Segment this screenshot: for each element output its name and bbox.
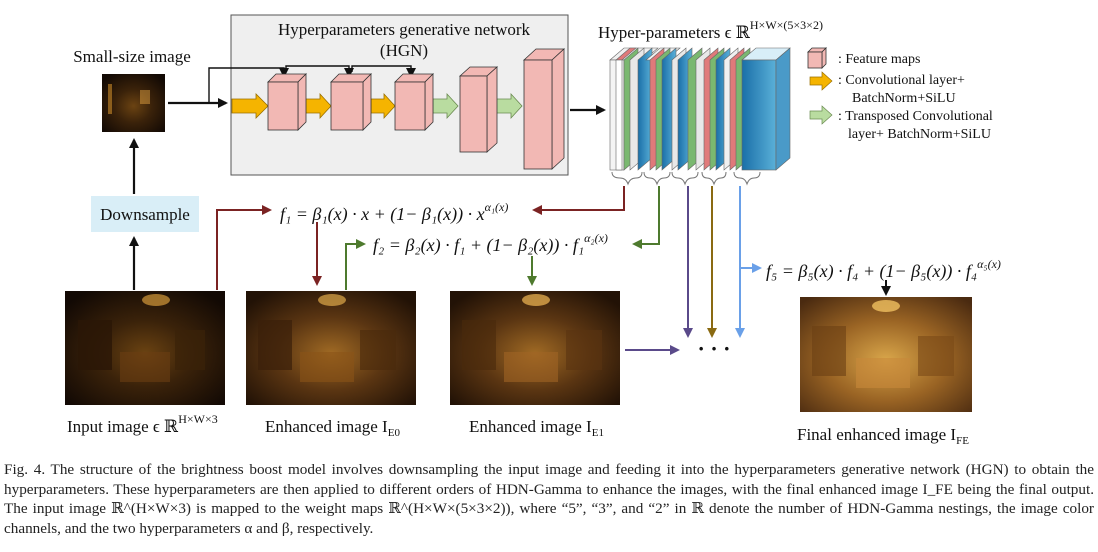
- small-size-image: [102, 74, 165, 132]
- formula-f5: f₅ = β₅(x) · f₄ + (1− β₅(x)) · f₄α₅(x): [766, 257, 1001, 282]
- hgn-title-line2: (HGN): [380, 41, 428, 60]
- downsample-label: Downsample: [100, 205, 190, 224]
- hgn-title-line1: Hyperparameters generative network: [278, 20, 531, 39]
- feature-map-block-2: [330, 73, 372, 131]
- connector-blue: [739, 186, 762, 273]
- legend-conv-icon: [809, 71, 833, 91]
- legend-tconv-line1: : Transposed Convolutional: [838, 109, 993, 124]
- ellipsis-dots: · · ·: [697, 336, 730, 361]
- final-image-label: Final enhanced image IFE: [797, 425, 969, 447]
- input-image: [65, 291, 225, 405]
- legend-feature-maps: : Feature maps: [838, 52, 920, 67]
- hyper-params-label: Hyper-parameters ϵ ℝH×W×(5×3×2): [598, 18, 823, 42]
- feature-map-block-3: [394, 73, 434, 131]
- legend-tconv-line2: layer+ BatchNorm+SiLU: [848, 127, 991, 142]
- formula-f1: f₁ = β₁(x) · x + (1− β₁(x)) · xα₁(x): [280, 200, 508, 225]
- feature-map-block-1: [267, 73, 307, 131]
- slab-braces: [611, 171, 761, 186]
- small-image-label: Small-size image: [73, 47, 191, 66]
- legend-conv-line1: : Convolutional layer+: [838, 73, 965, 88]
- f2-connectors: [345, 186, 660, 290]
- enhanced-image-e0: [246, 291, 416, 405]
- f1-connectors: [216, 186, 625, 290]
- enhanced-e1-label: Enhanced image IE1: [469, 417, 604, 439]
- legend-feature-map-icon: [807, 47, 827, 69]
- conv-arrow-2: [304, 92, 332, 120]
- formula-f2: f₂ = β₂(x) · f₁ + (1− β₂(x)) · f₁α₂(x): [373, 231, 608, 256]
- final-enhanced-image: [800, 297, 972, 412]
- enhanced-image-e1: [450, 291, 620, 405]
- legend: : Feature maps : Convolutional layer+ Ba…: [807, 47, 993, 142]
- caption-text: Fig. 4. The structure of the brightness …: [4, 461, 1094, 537]
- feature-map-block-4: [458, 66, 499, 153]
- figure-caption: Fig. 4. The structure of the brightness …: [4, 460, 1094, 538]
- hyper-param-slabs: [609, 47, 791, 171]
- downsample-box: [91, 196, 199, 232]
- tconv-arrow-1: [432, 92, 459, 120]
- feature-map-block-5: [522, 48, 566, 170]
- tconv-arrow-2: [495, 92, 523, 120]
- legend-tconv-icon: [809, 105, 833, 125]
- hgn-layers: [231, 48, 566, 170]
- legend-conv-line2: BatchNorm+SiLU: [852, 91, 956, 106]
- conv-arrow-3: [370, 92, 396, 120]
- enhanced-e0-label: Enhanced image IE0: [265, 417, 400, 439]
- hgn-skip-connections: [208, 65, 416, 103]
- conv-arrow-1: [231, 93, 269, 119]
- input-image-label: Input image ϵ ℝH×W×3: [67, 412, 218, 436]
